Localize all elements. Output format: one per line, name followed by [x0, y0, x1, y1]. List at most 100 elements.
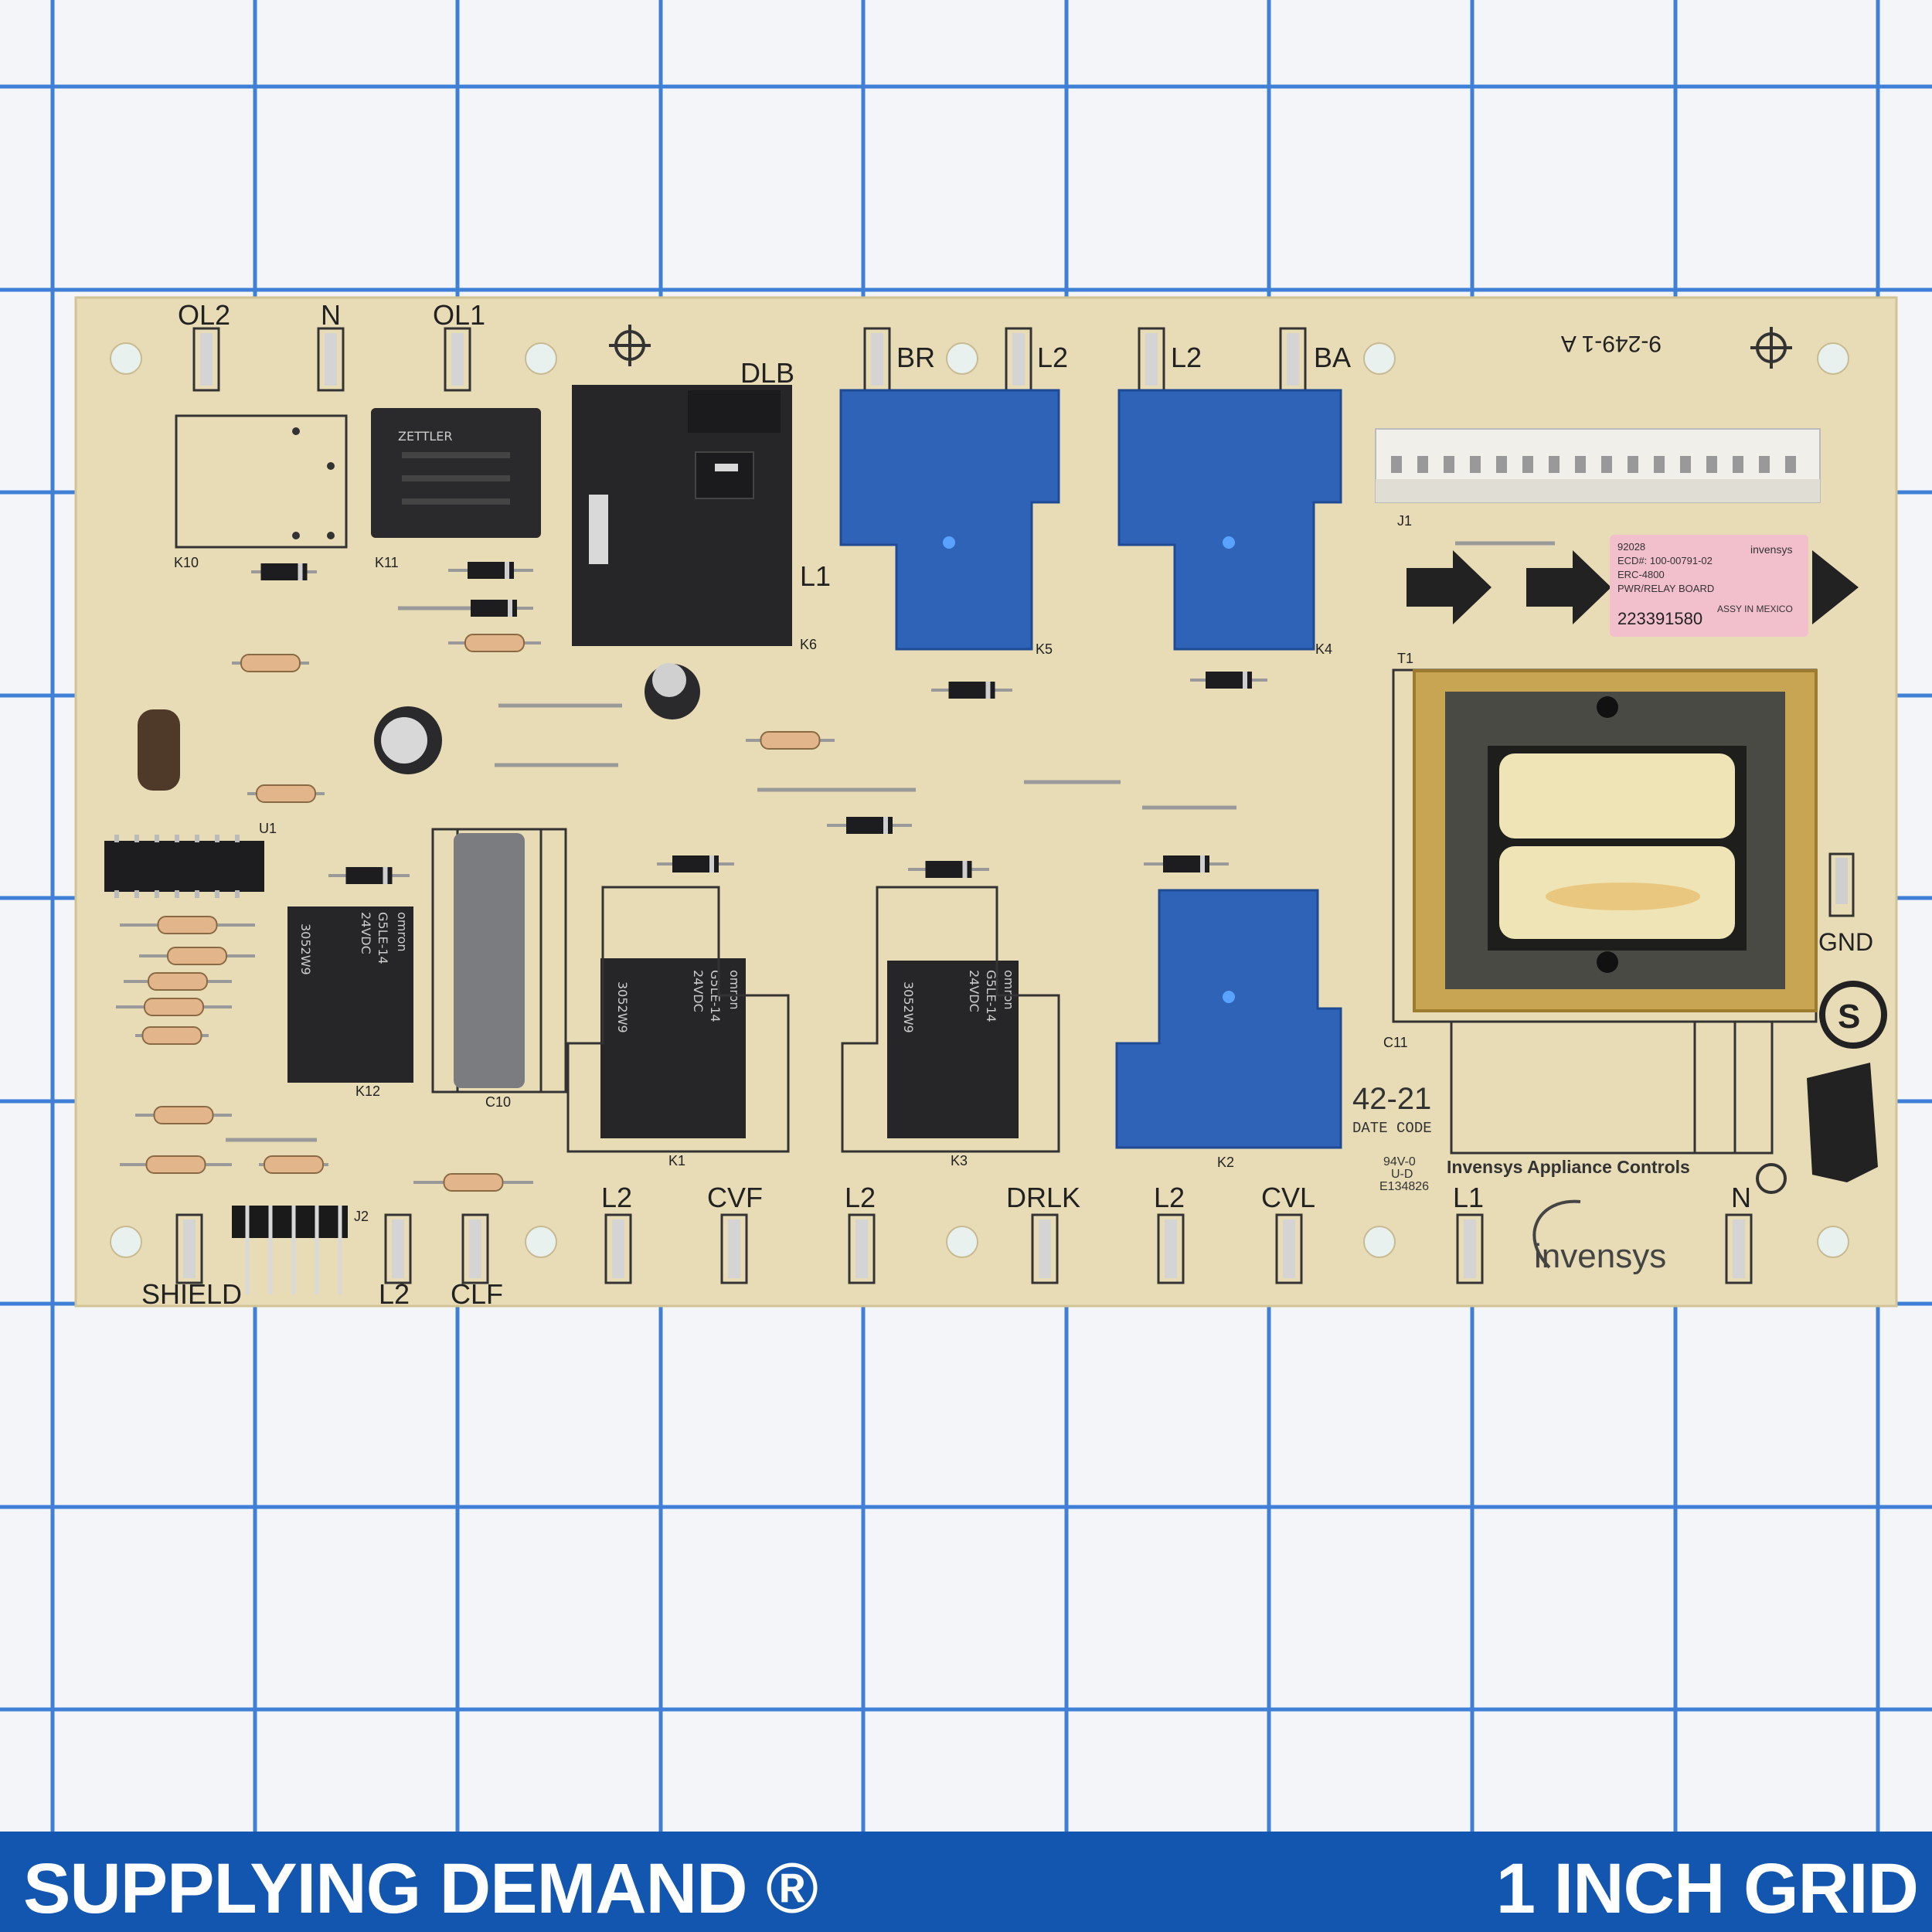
sticker-line4: PWR/RELAY BOARD: [1617, 583, 1714, 594]
spade-terminal: [317, 327, 345, 392]
label-k3: K3: [951, 1153, 968, 1168]
j1-pin: [1522, 456, 1533, 473]
label-k11: K11: [375, 555, 399, 570]
diode: [1144, 855, 1229, 872]
label-l1: L1: [800, 560, 831, 592]
bottom-terminal-labels: SHIELD L2 CLF L2 CVF L2 DRLK L2 CVL L1 N: [141, 1182, 1751, 1310]
resistor: [259, 1155, 328, 1174]
j1-pin: [1417, 456, 1428, 473]
diode: [328, 867, 410, 884]
relay-k1-voltage: 24VDC: [691, 970, 706, 1012]
diode: [827, 817, 912, 834]
spade-terminal: [1031, 1213, 1059, 1284]
j1-pin: [1470, 456, 1481, 473]
fiducial-marks: [609, 325, 1792, 1194]
resistor: [448, 634, 541, 652]
diode: [454, 600, 533, 617]
label-j2: J2: [354, 1209, 369, 1224]
ic-u1: U1: [104, 821, 277, 898]
label-j1: J1: [1397, 513, 1412, 529]
resistor: [413, 1173, 533, 1192]
terminal-label-br: BR: [896, 342, 935, 373]
footer-brand: SUPPLYING DEMAND ®: [23, 1849, 818, 1928]
resistor: [247, 784, 325, 803]
relay-k12: omron G5LE-14 24VDC 3052W9 K12: [287, 906, 413, 1099]
terminal-label-ol1: OL1: [433, 299, 485, 331]
date-code-value: 42-21: [1352, 1082, 1431, 1116]
relay-k4: K4: [1117, 389, 1342, 657]
terminal-label-ol2: OL2: [178, 299, 230, 331]
diode: [908, 861, 989, 878]
j1-pin: [1444, 456, 1454, 473]
j1-pin: [1733, 456, 1743, 473]
j1-pin: [1759, 456, 1770, 473]
relay-k1: omron G5LE-14 24VDC 3052W9 K1: [600, 958, 746, 1168]
footprint-c11: [1450, 1020, 1774, 1155]
ul-code: 94V-0: [1383, 1155, 1416, 1168]
resistor: [232, 654, 309, 672]
relay-k1-brand: omron: [727, 970, 742, 1010]
label-k2: K2: [1217, 1155, 1234, 1170]
resistor: [124, 972, 232, 991]
label-dlb: DLB: [740, 357, 794, 389]
diode-array: [251, 562, 1267, 884]
label-k4: K4: [1315, 641, 1332, 657]
ul-file: E134826: [1379, 1180, 1429, 1193]
resistor: [139, 947, 255, 965]
diode: [657, 855, 734, 872]
label-k6: K6: [800, 637, 817, 652]
sticker-line1: 92028: [1617, 541, 1645, 553]
label-k10: K10: [174, 555, 199, 570]
label-t1: T1: [1397, 651, 1413, 666]
j1-pin: [1706, 456, 1717, 473]
relay-k11-brand: ZETTLER: [398, 429, 452, 444]
sticker-line3: ERC-4800: [1617, 569, 1665, 580]
spade-terminal: [175, 1213, 203, 1284]
terminal-label-clf: CLF: [451, 1278, 503, 1310]
spade-terminal: [461, 1213, 489, 1284]
resistor: [120, 1155, 232, 1174]
bottom-terminal-row: [175, 1213, 1753, 1284]
j1-pin: [1391, 456, 1402, 473]
relay-k11: ZETTLER K11: [371, 408, 541, 570]
diode: [448, 562, 533, 579]
certification-logos: S: [1807, 981, 1887, 1182]
terminal-label-l2-a: L2: [1037, 342, 1068, 373]
terminal-label-l2-e5: L2: [601, 1182, 632, 1213]
connector-j2: J2: [232, 1206, 369, 1294]
product-photo: OL2 N OL1 BR L2 L2 BA 9-249-1 A K10 ZETT…: [0, 0, 1932, 1832]
spade-terminal: [1157, 1213, 1185, 1284]
label-k1: K1: [668, 1153, 685, 1168]
spade-terminal: [1725, 1213, 1753, 1284]
relay-k12-voltage: 24VDC: [359, 912, 373, 954]
circuit-board: OL2 N OL1 BR L2 L2 BA 9-249-1 A K10 ZETT…: [74, 296, 1898, 1310]
relay-k6-dlb: DLB L1 K6: [572, 357, 831, 652]
relay-k3-voltage: 24VDC: [967, 970, 981, 1012]
logo-text: invensys: [1534, 1237, 1666, 1275]
terminal-label-ba: BA: [1314, 342, 1351, 373]
footer-banner: SUPPLYING DEMAND ® 1 INCH GRID: [0, 1832, 1932, 1932]
j1-pin: [1628, 456, 1638, 473]
capacitor-c10: C10: [454, 833, 525, 1110]
label-c10: C10: [485, 1094, 511, 1110]
relay-k12-model: G5LE-14: [376, 912, 390, 964]
j1-pin: [1575, 456, 1586, 473]
footer-grid-label: 1 INCH GRID: [1495, 1849, 1919, 1928]
terminal-label-n: N: [321, 299, 341, 331]
label-gnd: GND: [1818, 928, 1873, 956]
top-terminal-labels: OL2 N OL1 BR L2 L2 BA: [178, 299, 1351, 373]
date-code: 42-21 DATE CODE: [1352, 1082, 1432, 1137]
terminal-label-l1: L1: [1453, 1182, 1484, 1213]
terminal-label-l2-e7: L2: [1154, 1182, 1185, 1213]
resistor: [135, 1106, 232, 1124]
connector-j1: J1: [1375, 428, 1821, 529]
j1-pin: [1601, 456, 1612, 473]
diode: [1190, 672, 1267, 689]
relay-k3-code: 3052W9: [901, 981, 916, 1033]
sticker-line2: ECD#: 100-00791-02: [1617, 555, 1713, 566]
resistor: [120, 916, 255, 934]
label-u1: U1: [259, 821, 277, 836]
terminal-label-cvf: CVF: [707, 1182, 763, 1213]
sticker-origin: ASSY IN MEXICO: [1717, 604, 1793, 614]
spade-terminal: [848, 1213, 876, 1284]
